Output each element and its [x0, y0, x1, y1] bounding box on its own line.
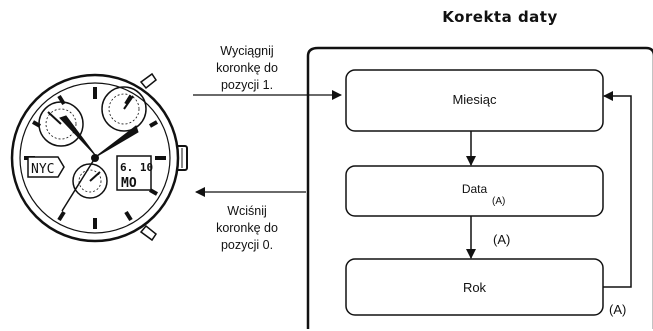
step-label-rok: Rok: [462, 280, 487, 295]
step-box-data: [345, 165, 604, 217]
step-mark-data-rok: (A): [493, 232, 511, 247]
push-instruction-line: koronkę do: [216, 221, 278, 235]
push-instruction-line: pozycji 0.: [220, 238, 274, 252]
watch-date-display: 6. 10: [120, 161, 153, 174]
step-label-miesiac: Miesiąc: [452, 92, 497, 107]
step-mark-rok-loop: (A): [609, 302, 627, 317]
procedure-frame: [306, 46, 653, 329]
push-instruction-line: Wciśnij: [227, 204, 267, 218]
pull-instruction-line: koronkę do: [216, 61, 278, 75]
watch-illustration: [10, 72, 188, 243]
step-mark-data-overlap: (A): [492, 196, 506, 207]
watch-day-display: MO: [121, 176, 137, 191]
pull-instruction-line: Wyciągnij: [220, 44, 274, 58]
pull-instruction-line: pozycji 1.: [220, 78, 274, 92]
arrow-rok-loop-to-miesiac: [603, 91, 632, 288]
push-crown-instruction: Wciśnij koronkę do pozycji 0.: [192, 203, 302, 254]
page-title: Korekta daty: [442, 8, 558, 26]
pull-crown-instruction: Wyciągnij koronkę do pozycji 1.: [192, 43, 302, 94]
watch-city-display: NYC: [31, 162, 54, 177]
step-label-data: Data: [461, 182, 488, 196]
